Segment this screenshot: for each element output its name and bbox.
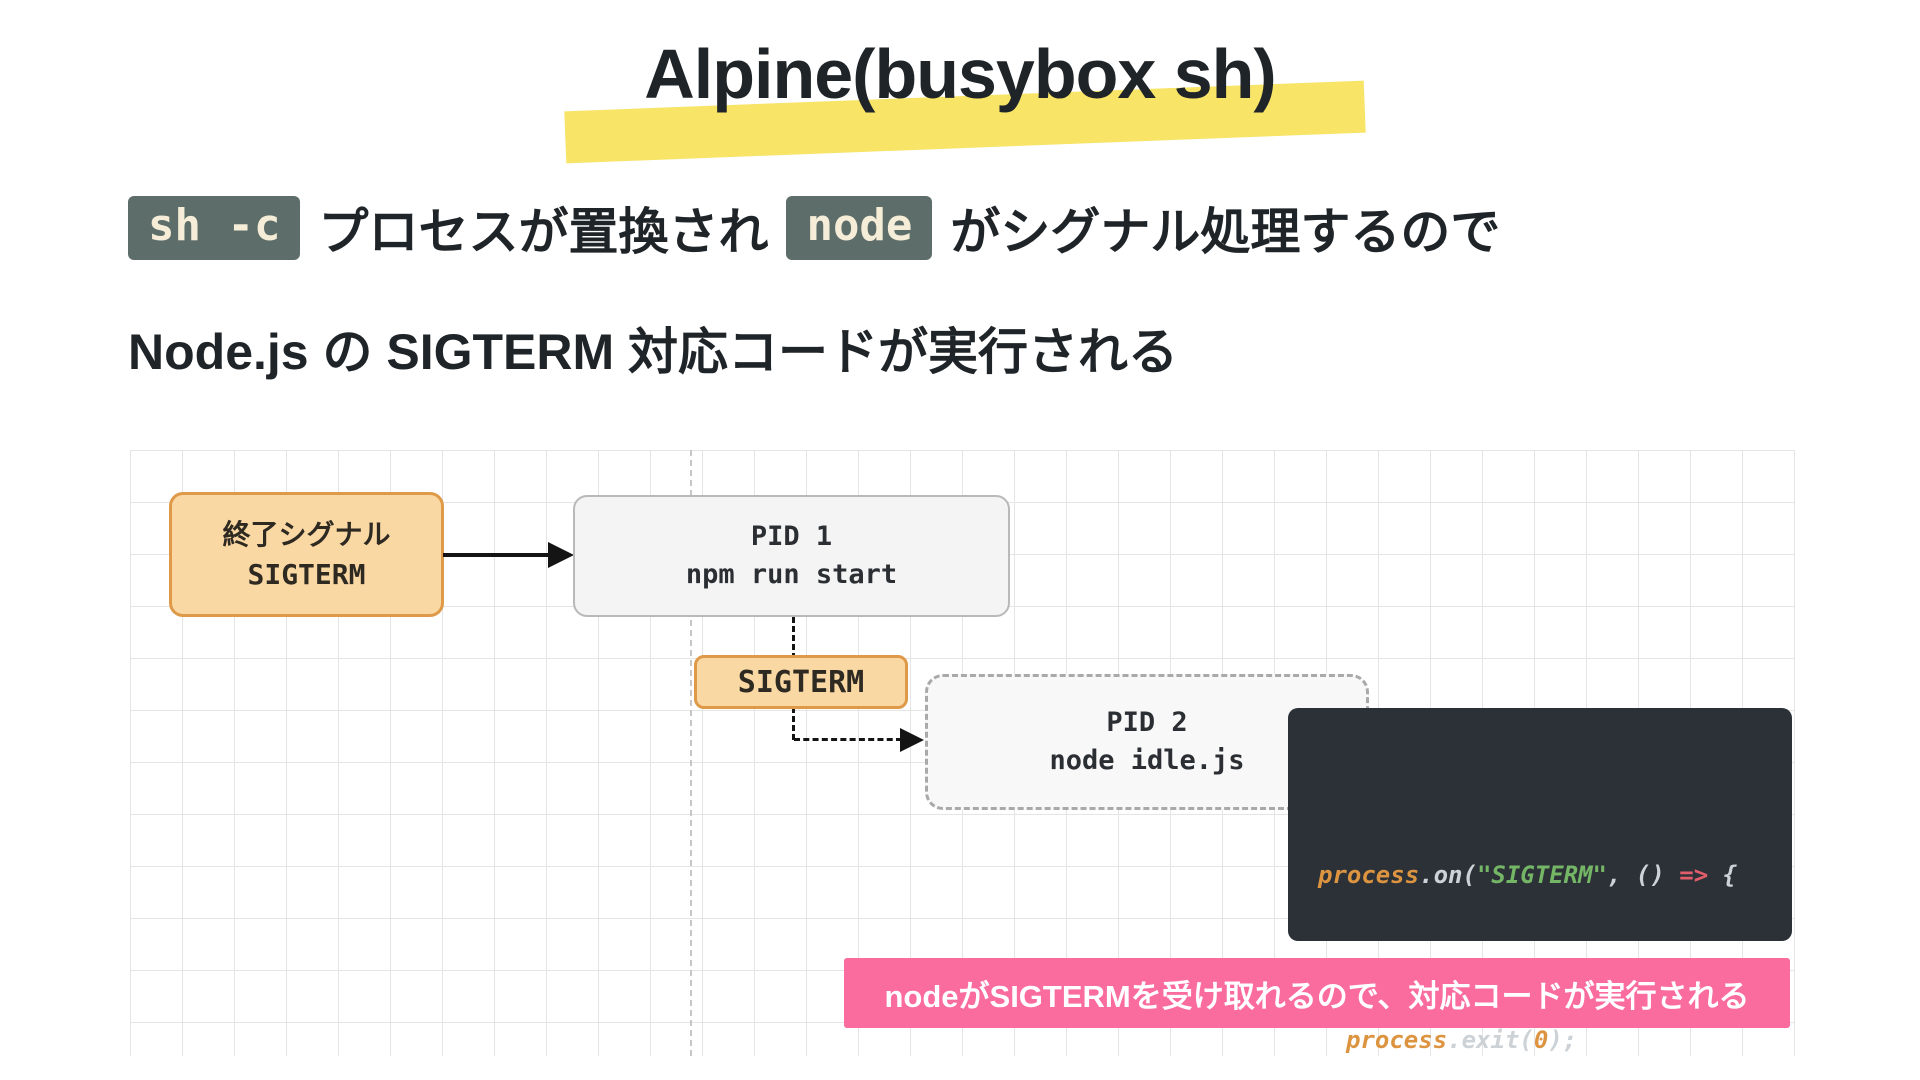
pid2-title: PID 2 xyxy=(1106,707,1188,739)
pid1-command: npm run start xyxy=(685,559,898,590)
code-token: .on( xyxy=(1419,861,1477,889)
headline-text-2: がシグナル処理するので xyxy=(950,204,1501,260)
code-token: "SIGTERM" xyxy=(1476,861,1607,889)
headline-text-1: プロセスが置換され xyxy=(318,204,769,260)
pid1-title: PID 1 xyxy=(750,521,833,553)
inline-code-sh-c: sh -c xyxy=(128,195,301,261)
code-token: => xyxy=(1679,861,1709,889)
code-token: { xyxy=(1708,861,1738,889)
headline-line-1: sh -c プロセスが置換され node がシグナル処理するので xyxy=(128,192,1500,264)
sigterm-badge: SIGTERM xyxy=(694,655,908,709)
code-token: process xyxy=(1318,861,1420,889)
title-section: Alpine(busybox sh) xyxy=(0,36,1920,166)
code-block: process.on("SIGTERM", () => { process.ex… xyxy=(1288,708,1792,1054)
arrow-signal-to-pid1-head xyxy=(548,542,574,568)
process-diagram: 終了シグナル SIGTERM PID 1 npm run start SIGTE… xyxy=(130,450,1795,1056)
code-token: ); xyxy=(1548,1026,1578,1054)
pid1-box: PID 1 npm run start xyxy=(573,495,1010,617)
dashed-connector-arrowhead xyxy=(900,728,924,752)
code-token: process xyxy=(1346,1026,1448,1054)
code-token: .exit( xyxy=(1447,1026,1534,1054)
code-token: 0 xyxy=(1533,1026,1549,1054)
grid-dashed-divider xyxy=(690,450,692,1056)
signal-source-label: 終了シグナル xyxy=(222,519,391,551)
code-line-2: process.exit(0); xyxy=(1318,1013,1762,1068)
signal-source-box: 終了シグナル SIGTERM xyxy=(169,492,444,617)
pid2-command: node idle.js xyxy=(1049,745,1245,776)
code-line-1: process.on("SIGTERM", () => { xyxy=(1318,848,1762,903)
headline-line-2: Node.js の SIGTERM 対応コードが実行される xyxy=(128,324,1179,380)
page-title: Alpine(busybox sh) xyxy=(644,35,1276,113)
note-banner: nodeがSIGTERMを受け取れるので、対応コードが実行される xyxy=(844,958,1790,1028)
dashed-connector-horizontal xyxy=(794,738,902,741)
code-token: , () xyxy=(1607,861,1680,889)
arrow-signal-to-pid1-line xyxy=(443,553,549,557)
signal-source-signal: SIGTERM xyxy=(247,557,366,591)
inline-code-node: node xyxy=(786,195,933,261)
